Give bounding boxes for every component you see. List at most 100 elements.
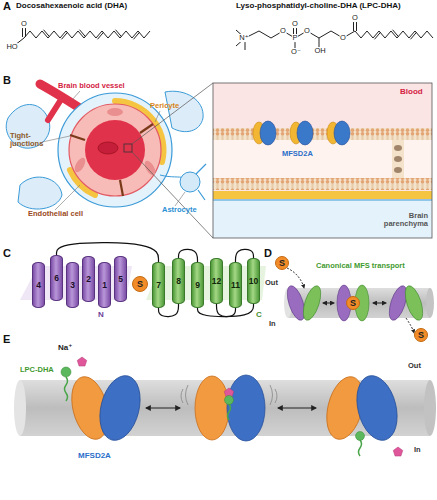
side-label: Out xyxy=(408,362,421,370)
zoom-panel xyxy=(213,83,432,238)
atom-label: O xyxy=(21,20,28,28)
dha-structure xyxy=(116,30,122,37)
panel-letter: A xyxy=(3,1,11,13)
atom-label: O xyxy=(292,20,299,28)
mfsd2a-cycle xyxy=(181,385,277,405)
zoom-panel xyxy=(253,121,350,145)
substrate-circle: S xyxy=(414,328,428,342)
mfsd2a-cycle xyxy=(146,407,180,408)
zoom-panel xyxy=(297,121,313,145)
atom-label: O xyxy=(304,27,311,35)
protein-label: MFSD2A xyxy=(282,150,313,158)
neurovascular-unit xyxy=(196,164,206,200)
helix-cylinder: 4 xyxy=(32,262,45,308)
substrate-circle: S xyxy=(275,256,289,270)
neurovascular-unit xyxy=(69,104,161,196)
helix-cylinder: 9 xyxy=(191,262,204,308)
mfsd2a-cycle xyxy=(393,447,403,456)
compartment-label: Brain parenchyma xyxy=(380,212,428,228)
molecule-name: Lyso-phosphatidyl-choline-DHA (LPC-DHA) xyxy=(236,2,401,10)
helix-number: 8 xyxy=(176,277,181,286)
helix-cylinder: 5 xyxy=(114,256,127,302)
side-label: Out xyxy=(265,279,278,287)
zoom-panel xyxy=(213,178,432,190)
neurovascular-unit xyxy=(42,91,185,210)
protein-label: MFSD2A xyxy=(78,452,111,460)
zoom-panel xyxy=(394,167,402,173)
mfs-cycle xyxy=(373,303,386,304)
neurovascular-unit xyxy=(48,98,62,120)
neurovascular-unit xyxy=(140,124,153,133)
zoom-panel xyxy=(394,156,402,162)
helix-cylinder: 1 xyxy=(98,262,111,308)
dha-structure xyxy=(80,30,86,37)
mfsd2a-cycle xyxy=(14,357,436,456)
mfsd2a-cycle xyxy=(359,440,362,456)
neurovascular-unit xyxy=(72,91,80,100)
zoom-panel xyxy=(213,200,432,238)
zoom-panel xyxy=(213,199,432,200)
panel-letter: B xyxy=(3,75,11,87)
substrate-label: S xyxy=(418,331,424,340)
dha-structure xyxy=(98,32,104,39)
molecule-name: Docosahexaenoic acid (DHA) xyxy=(16,2,127,10)
structure-label: Endothelial cell xyxy=(28,210,83,218)
helix-loop xyxy=(57,243,159,262)
dha-structure xyxy=(22,27,23,37)
helix-cylinder: 6 xyxy=(50,255,63,301)
zoom-panel xyxy=(394,145,402,173)
atom-label: O⁻ xyxy=(291,48,302,56)
mfs-cycle xyxy=(323,303,334,304)
helix-loop xyxy=(179,249,198,262)
neurovascular-unit xyxy=(124,144,132,152)
panel-letter: E xyxy=(3,334,10,346)
dha-structure xyxy=(15,27,150,45)
zoom-panel xyxy=(213,128,432,140)
zoom-panel xyxy=(213,140,432,178)
neurovascular-unit xyxy=(143,159,158,177)
mfsd2a-cycle xyxy=(275,389,277,403)
helix-cylinder: 7 xyxy=(152,262,165,308)
neurovascular-unit xyxy=(18,177,62,209)
mfs-cycle xyxy=(426,288,434,318)
side-label: In xyxy=(414,446,421,454)
panel-letter: D xyxy=(264,248,272,260)
ion-label: Na⁺ xyxy=(58,344,72,352)
neurovascular-unit xyxy=(155,111,160,122)
neurovascular-unit xyxy=(42,136,70,142)
structure-label: Astrocyte xyxy=(162,206,197,214)
substrate-label: S xyxy=(137,280,143,289)
zoom-panel xyxy=(392,140,404,178)
neurovascular-unit xyxy=(107,108,123,116)
mfsd2a-cycle xyxy=(65,377,362,456)
atom-label: P xyxy=(292,34,298,42)
dha-structure xyxy=(24,31,150,38)
helix-cylinder: 2 xyxy=(82,256,95,302)
neurovascular-unit xyxy=(85,120,145,180)
atom-label: O xyxy=(280,27,287,35)
neurovascular-unit xyxy=(165,91,203,131)
neurovascular-unit xyxy=(55,185,80,210)
neurovascular-unit xyxy=(132,83,213,144)
neurovascular-unit xyxy=(175,192,185,206)
atom-label: OH xyxy=(314,47,326,55)
lpc-dha-structure xyxy=(411,32,417,39)
dha-structure xyxy=(134,32,140,39)
helix-loop xyxy=(236,249,254,262)
helix-number: 12 xyxy=(212,277,221,286)
mfsd2a-cycle xyxy=(278,407,316,408)
helix-number: 9 xyxy=(195,281,200,290)
helix-loop xyxy=(198,304,254,317)
helix-number: 7 xyxy=(156,281,161,290)
structure-label: Pericyte xyxy=(150,102,179,110)
substrate-circle: S xyxy=(132,276,148,292)
structure-label: Tight-junctions xyxy=(10,132,50,148)
terminus-label: N xyxy=(98,311,104,319)
mfsd2a-cycle xyxy=(225,396,234,405)
helix-number: 1 xyxy=(102,281,107,290)
neurovascular-unit xyxy=(6,105,50,149)
helix-loop xyxy=(159,304,179,317)
